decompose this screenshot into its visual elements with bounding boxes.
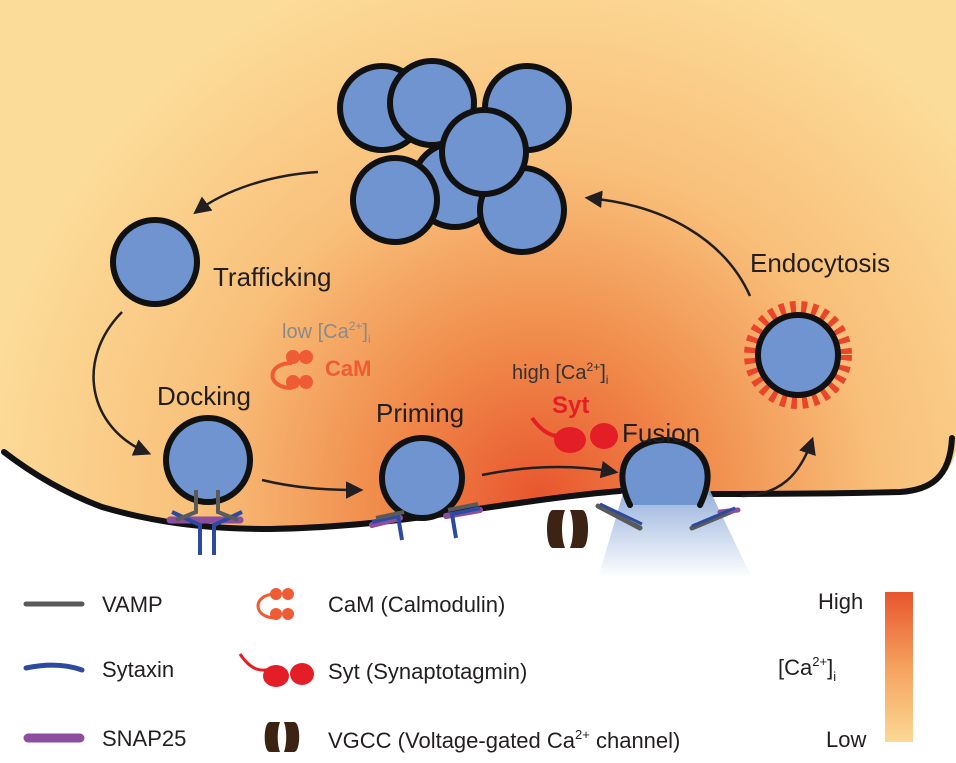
legend: VAMP Sytaxin SNAP25 CaM (Calmodulin) Syt… <box>23 588 680 753</box>
syntaxin-strand <box>371 513 404 541</box>
cam-icon-diagram <box>270 350 313 390</box>
vamp-strand <box>216 490 239 522</box>
syntaxin-strand <box>449 506 481 539</box>
clathrin-coated-vesicle <box>744 301 852 409</box>
colorbar-label: [Ca2+]i <box>778 654 836 684</box>
colorbar-low: Low <box>826 727 866 752</box>
trafficking-vesicle <box>110 217 200 307</box>
reserve-pool-cluster <box>337 58 572 255</box>
fusion-vesicle <box>619 436 711 508</box>
syt-label: Syt <box>552 392 589 419</box>
vamp-strand <box>595 503 643 531</box>
legend-vgcc: VGCC (Voltage-gated Ca2+ channel) <box>328 727 680 753</box>
label-fusion: Fusion <box>622 418 700 448</box>
vamp-strand <box>375 510 405 520</box>
label-endocytosis: Endocytosis <box>750 248 890 278</box>
cam-label: CaM <box>325 356 371 381</box>
arrow-fusion-to-endocytosis <box>741 436 816 498</box>
vgcc-channel-icon <box>264 722 300 752</box>
label-docking: Docking <box>157 381 251 411</box>
arrow-trafficking-to-docking <box>92 311 152 456</box>
priming-complex <box>369 435 483 541</box>
label-priming: Priming <box>376 398 464 428</box>
legend-syntaxin: Sytaxin <box>102 657 174 682</box>
calcium-colorbar: High Low [Ca2+]i <box>778 589 913 752</box>
docking-vesicle <box>163 415 253 505</box>
presynaptic-terminal <box>0 0 956 528</box>
vgcc-channel <box>547 510 588 548</box>
snap25-strand <box>369 515 403 528</box>
high-calcium-label: high [Ca2+]i <box>512 360 608 387</box>
legend-snap25: SNAP25 <box>102 726 186 751</box>
vesicle <box>350 155 440 245</box>
syt-icon-diagram <box>530 416 618 453</box>
synaptotagmin-icon <box>238 653 314 687</box>
colorbar-high: High <box>818 589 863 614</box>
syntaxin-strand <box>691 506 736 528</box>
legend-cam: CaM (Calmodulin) <box>328 592 505 617</box>
vamp-strand <box>447 502 479 512</box>
legend-vamp: VAMP <box>102 592 163 617</box>
syntaxin-strand <box>599 502 643 526</box>
arrow-endocytosis-to-cluster <box>584 190 752 297</box>
low-calcium-label: low [Ca2+]i <box>282 319 371 346</box>
docking-complex <box>163 415 253 555</box>
legend-syt: Syt (Synaptotagmin) <box>328 659 527 684</box>
fusion-complex <box>595 436 741 531</box>
arrow-docking-to-priming <box>261 478 364 499</box>
syntaxin-legend-swatch <box>23 662 85 673</box>
vamp-strand <box>175 490 198 522</box>
arrow-priming-to-fusion <box>481 460 619 479</box>
label-trafficking: Trafficking <box>213 262 332 292</box>
calmodulin-icon <box>256 588 294 620</box>
vesicle <box>439 107 529 197</box>
arrow-cluster-to-trafficking <box>193 170 319 215</box>
priming-vesicle <box>379 435 465 521</box>
colorbar-gradient <box>885 592 913 742</box>
